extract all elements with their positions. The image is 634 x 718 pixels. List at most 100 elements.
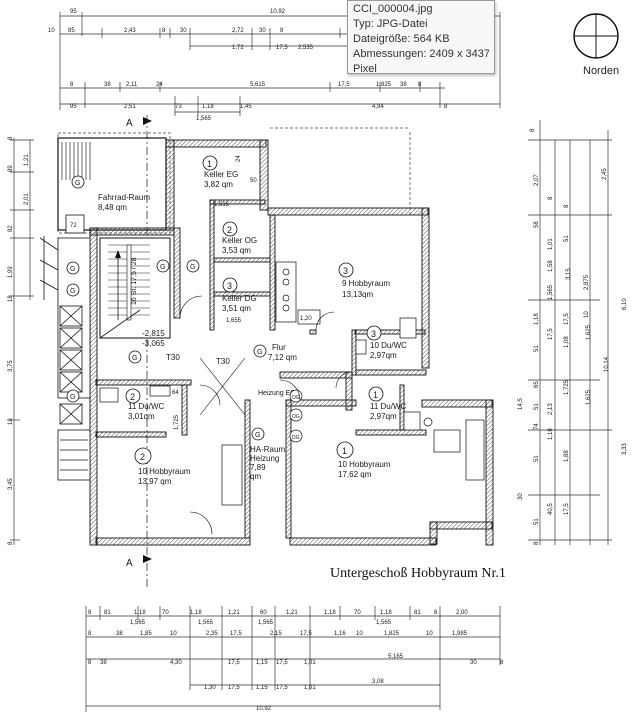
dim-right: 1,565 xyxy=(548,284,554,300)
dim-bottom: 1,565 xyxy=(130,620,146,626)
room-keller-dg: 3 Keller DG 3,51 qm 1,655 xyxy=(222,277,257,324)
dim-bottom: 1,18 xyxy=(190,610,202,616)
label-1515: 1,515 xyxy=(214,202,230,208)
room-hobby-10-right: 1 10 Hobbyraum 17,62 qm xyxy=(336,419,485,481)
dim-bottom: 30 xyxy=(470,660,477,666)
room-number: 1 xyxy=(373,390,378,400)
dim-bottom: 1,565 xyxy=(376,620,392,626)
dim-bottom: 17,5 xyxy=(276,660,288,666)
dim-bottom: 17,5 xyxy=(228,685,240,691)
dim-right: 74 xyxy=(534,423,540,430)
dim-bottom: 1,30 xyxy=(204,685,216,691)
dim-bottom: 8 xyxy=(500,660,504,666)
dim-right: 1,625 xyxy=(586,324,592,340)
svg-text:G: G xyxy=(160,264,165,271)
fahrrad-room: 72 G Fahrrad-Raum 8,48 qm xyxy=(57,137,167,234)
dim-right: 2,07 xyxy=(534,174,540,186)
dim-right: 1,18 xyxy=(534,313,540,325)
room-duwc-10: 3 10 Du/WC 2,97qm xyxy=(355,317,417,360)
svg-text:G: G xyxy=(70,266,75,273)
dim-bottom: 17,5 xyxy=(276,685,288,691)
dim-top: 2,51 xyxy=(124,104,136,110)
dim-right: 51 xyxy=(534,518,540,525)
fire-door-label: T30 xyxy=(216,357,230,366)
dim-right: 1,88 xyxy=(564,450,570,462)
dim-left: 82 xyxy=(8,225,14,232)
dim-right: 51 xyxy=(534,455,540,462)
dim-right: 3,15 xyxy=(566,268,572,280)
dim-right: 17,5 xyxy=(548,328,554,340)
room-name: 9 Hobbyraum xyxy=(342,279,390,288)
dim-top: 1,565 xyxy=(196,116,212,122)
room-ha-raum: G HA-Raum Heizung 7,89 qm xyxy=(250,427,285,481)
dim-bottom: 1,18 xyxy=(324,610,336,616)
dim-right: 1,18 xyxy=(548,428,554,440)
dim-right: 40,5 xyxy=(548,503,554,515)
room-keller-og: 2 Keller OG 3,53 qm xyxy=(222,221,257,255)
dim-bottom: 17,5 xyxy=(228,660,240,666)
dim-top: 1,18 xyxy=(202,104,214,110)
room-name: Heizung EG xyxy=(258,390,296,397)
dim-bottom: 8 xyxy=(88,631,92,637)
gas-symbols-left: G G G xyxy=(66,261,80,403)
compass-label: Norden xyxy=(583,65,620,77)
label-120: 1,20 xyxy=(300,316,312,322)
dim-bottom: 60 xyxy=(260,610,267,616)
dim-top: 8 xyxy=(418,82,422,88)
svg-text:DG: DG xyxy=(292,435,300,441)
plan-caption: Untergeschoß Hobbyraum Nr.1 xyxy=(330,566,506,581)
dim-bottom: 1,565 xyxy=(258,620,274,626)
dim-top: 4,94 xyxy=(372,104,384,110)
dim-top: 10,92 xyxy=(270,9,286,15)
tooltip-unit: Pixel xyxy=(353,63,377,75)
room-area: 13,97 qm xyxy=(138,477,172,486)
svg-text:G: G xyxy=(70,394,75,401)
dim-top: 85 xyxy=(68,28,75,34)
dim-bottom: 10 xyxy=(426,631,433,637)
dim-right: 65 xyxy=(534,381,540,388)
svg-text:G: G xyxy=(257,349,262,356)
window-box xyxy=(59,403,83,425)
room-area: 13,13qm xyxy=(342,290,373,299)
light-wells xyxy=(39,236,91,481)
room-area: 8,48 qm xyxy=(98,203,127,212)
right-dimension-lines xyxy=(528,120,612,545)
dim-right: 2,13 xyxy=(548,403,554,415)
room-hobby-10-left: 2 10 Hobbyraum 13,97 qm xyxy=(134,444,243,506)
dim-right: 1,725 xyxy=(564,379,570,395)
dim-top: 30 xyxy=(259,28,266,34)
dim-left: 3,45 xyxy=(8,478,14,490)
dim-bottom: 1,85 xyxy=(140,631,152,637)
room-area: 3,51 qm xyxy=(222,304,251,313)
room-area: 2,97qm xyxy=(370,412,397,421)
room-name: HA-Raum xyxy=(250,445,285,454)
dim-bottom: 2,15 xyxy=(270,631,282,637)
room-number: 2 xyxy=(140,452,145,462)
room-area: 3,82 qm xyxy=(204,180,233,189)
svg-text:G: G xyxy=(75,180,80,187)
dim-right: 51 xyxy=(564,235,570,242)
bottom-dimension-texts: 8 81 1,18 70 1,18 1,21 60 1,21 1,18 70 1… xyxy=(88,610,504,712)
kitchenette: 1,20 xyxy=(275,261,321,325)
level-1: -2,815 xyxy=(142,329,165,338)
dim-bottom: 1,985 xyxy=(452,631,468,637)
dim-right: 3,33 xyxy=(622,443,628,455)
left-dimension-lines xyxy=(10,138,34,545)
svg-text:G: G xyxy=(255,432,260,439)
stairwell: 16 St. 17,5 / 28 G G -2,815 -3,065 G T30… xyxy=(99,237,230,366)
dim-bottom: 1,565 xyxy=(198,620,214,626)
dim-right: 8 xyxy=(564,204,570,208)
room-area-unit: qm xyxy=(250,472,261,481)
fire-door-label: T30 xyxy=(166,353,180,362)
dim-top: 1,72 xyxy=(232,45,244,51)
room-duwc-11: 1 11 Du/WC 2,97qm xyxy=(368,386,433,431)
dim-top: 8 xyxy=(280,28,284,34)
room-heizung: Heizung EG OG OG DG xyxy=(258,389,303,443)
dim-bottom: 8 xyxy=(88,610,92,616)
room-keller-eg: 1 Keller EG 3,82 qm 50 24 1,515 xyxy=(202,155,257,208)
top-dimension-lines xyxy=(59,12,501,116)
room-name: Keller OG xyxy=(222,236,257,245)
room-name: Flur xyxy=(272,343,286,352)
dim-bottom: 1,18 xyxy=(134,610,146,616)
dim-bottom: 5,165 xyxy=(388,654,404,660)
